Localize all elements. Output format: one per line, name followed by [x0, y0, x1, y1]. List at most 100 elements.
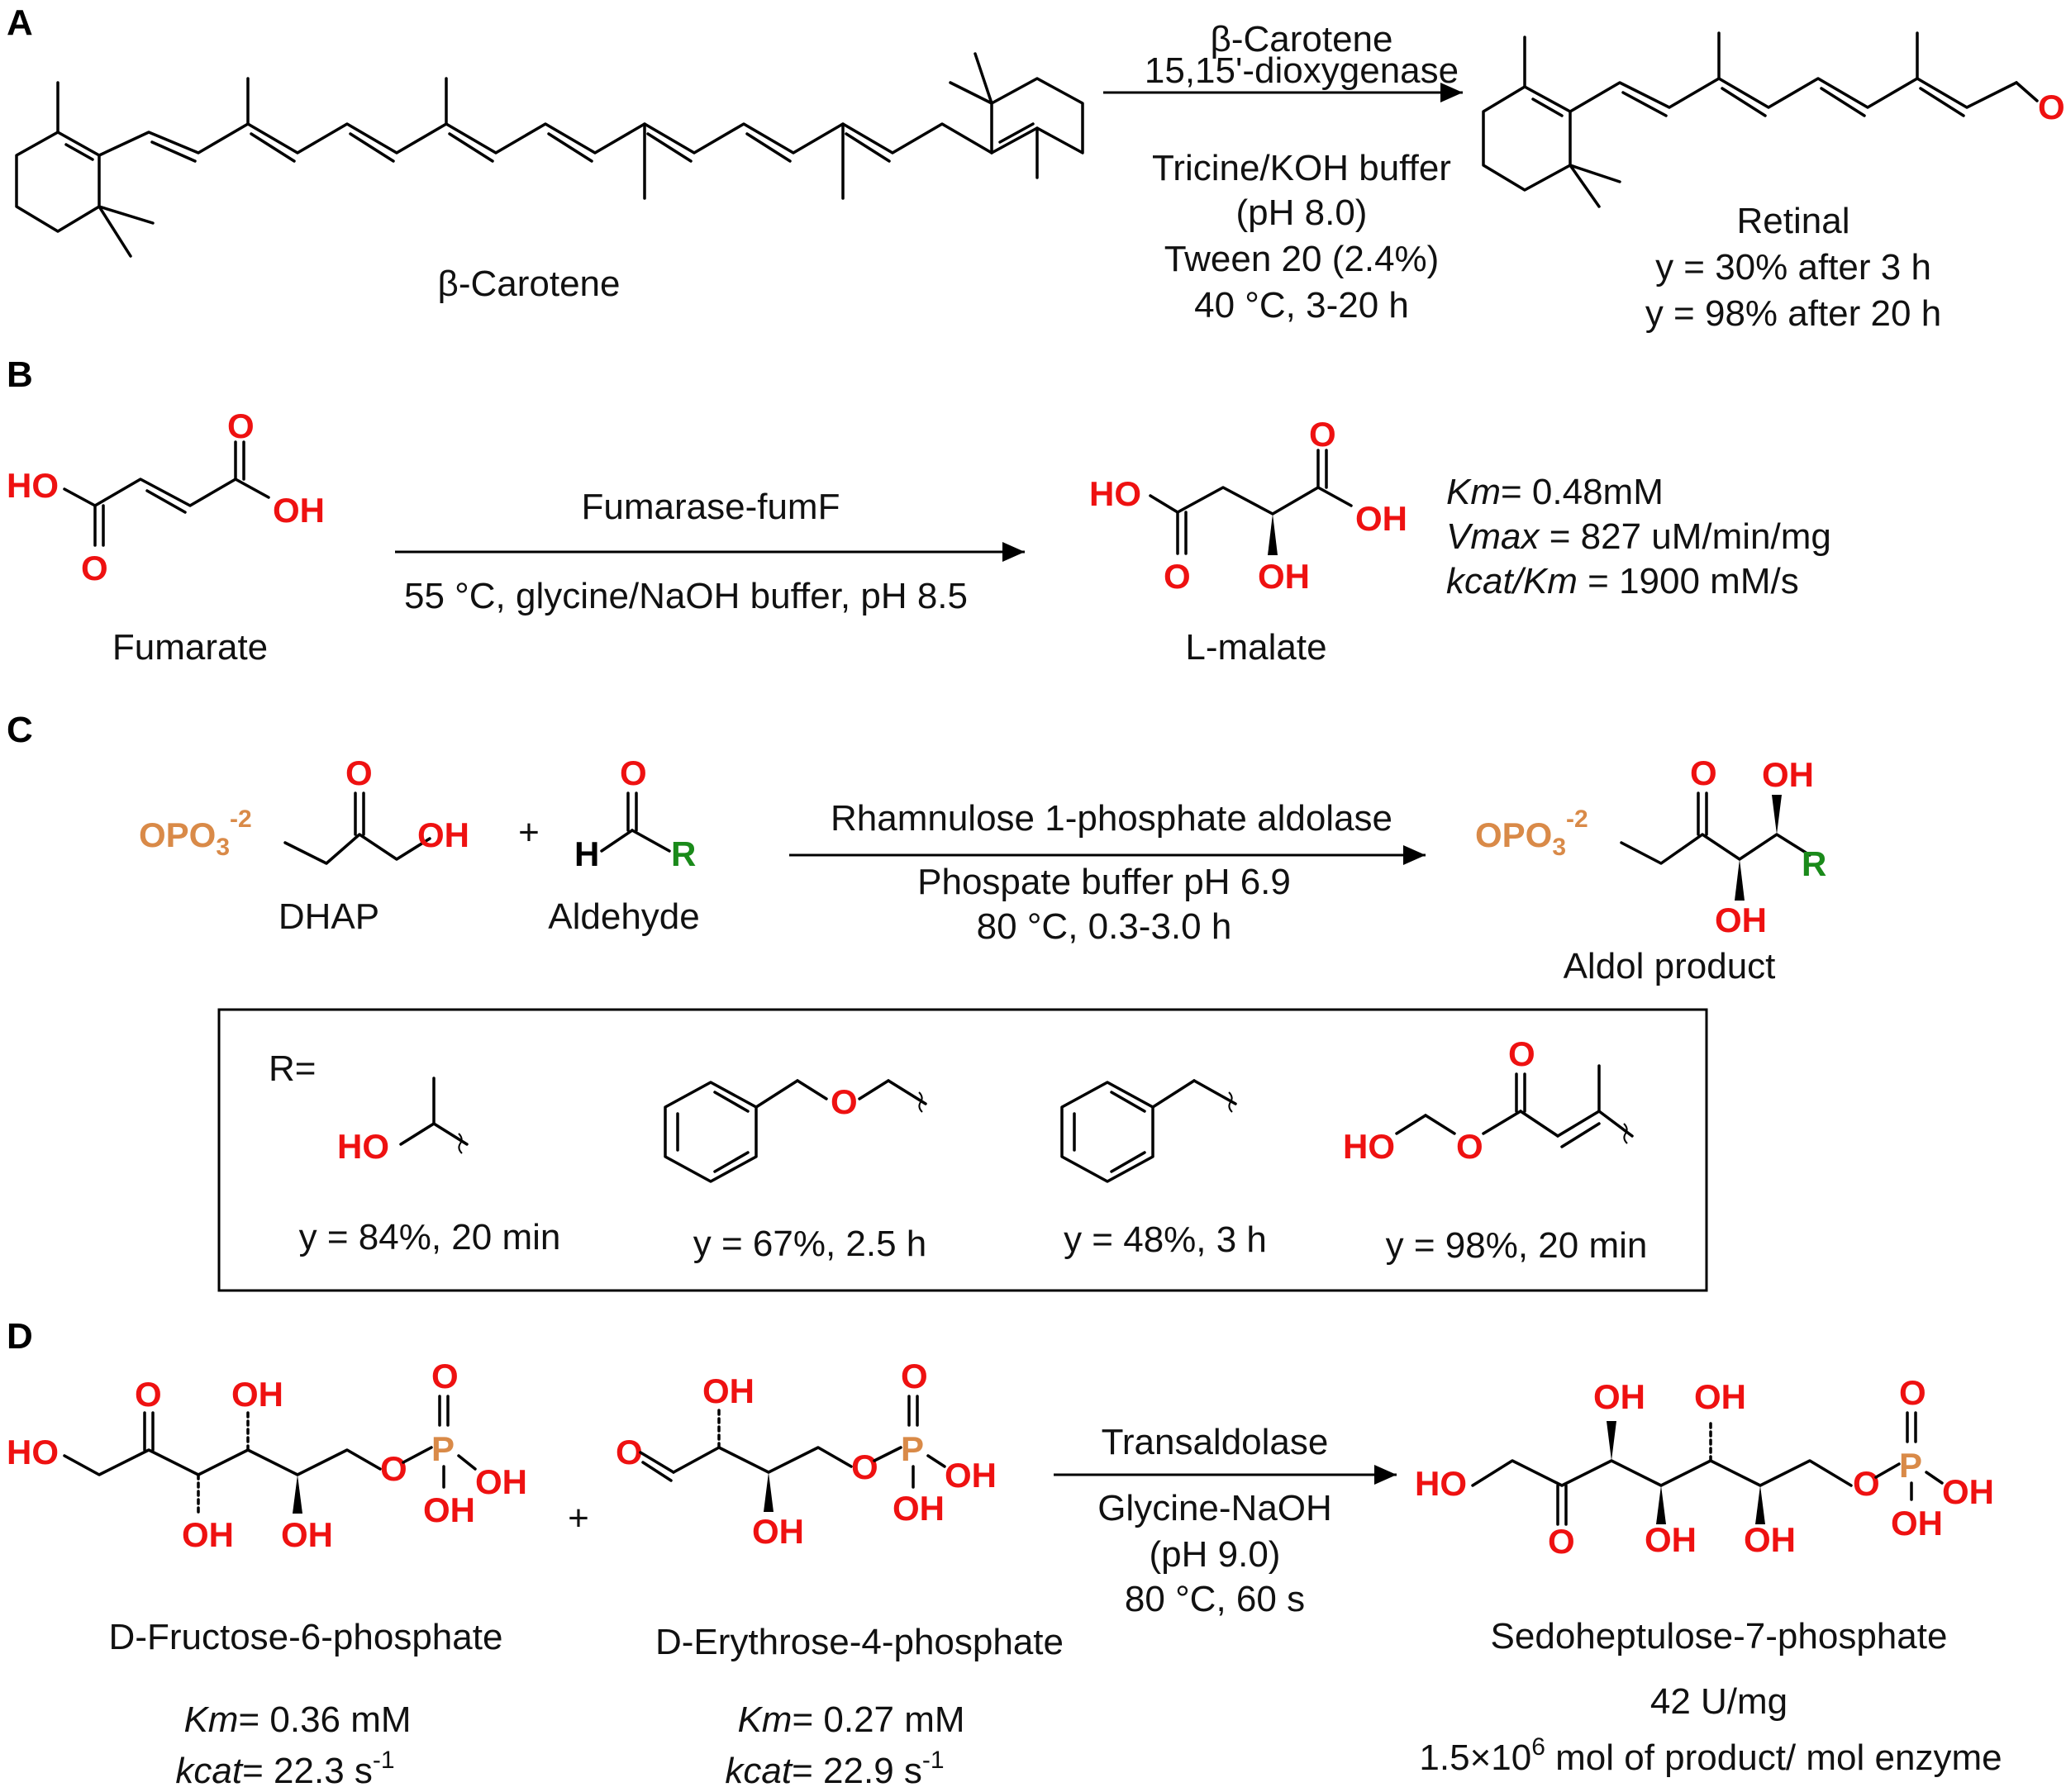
atom-label: O [135, 1375, 162, 1414]
enzyme-name: Rhamnulose 1-phosphate aldolase [831, 798, 1392, 839]
atom-label: O [831, 1082, 858, 1121]
atom-label: O [380, 1449, 407, 1488]
atom-label: O [227, 406, 255, 445]
r-group-label: R [1802, 844, 1826, 883]
atom-label: O [851, 1447, 878, 1486]
atom-label: OH [1715, 901, 1767, 939]
beta-carotene-structure [15, 52, 1084, 258]
phosphorus-label: P [901, 1429, 924, 1468]
atom-label: HO [1089, 474, 1141, 513]
atom-label: O [1690, 753, 1717, 792]
atom-label: OH [702, 1371, 755, 1410]
retinal-structure: O [1482, 31, 2065, 208]
condition-line: Glycine-NaOH [1097, 1488, 1332, 1528]
atom-label: OH [945, 1456, 997, 1495]
r-equals-label: R= [269, 1048, 316, 1089]
l-malate-structure: HO O O OH OH [1089, 415, 1407, 596]
dhap-structure: OPO3-2 O OH [139, 753, 469, 865]
condition-line: Tricine/KOH buffer [1152, 148, 1451, 188]
atom-label: HO [7, 1433, 59, 1471]
kinetic-param: Km= 0.36 mM [183, 1699, 411, 1740]
kinetic-param: Km= 0.27 mM [737, 1699, 964, 1740]
substrate-yield: y = 84%, 20 min [299, 1217, 561, 1257]
condition-line: Tween 20 (2.4%) [1164, 239, 1440, 279]
atom-label: OH [893, 1489, 945, 1528]
reactant-name: Aldehyde [548, 896, 699, 937]
substrate-yield: y = 98%, 20 min [1386, 1225, 1648, 1266]
hydrogen-label: H [574, 834, 599, 873]
atom-label: O [901, 1357, 928, 1395]
reactant-name: β-Carotene [438, 264, 621, 304]
substrate-yield: y = 67%, 2.5 h [693, 1224, 927, 1264]
atom-label: O [1309, 415, 1336, 454]
phosphate-group: OPO3-2 [1475, 806, 1588, 861]
kinetic-param: kcat= 22.3 s-1 [175, 1747, 394, 1791]
atom-label: OH [1258, 557, 1310, 596]
atom-label: O [1508, 1034, 1535, 1073]
r-substituent-hydroxyethyl: HO [337, 1077, 469, 1166]
fructose-6-phosphate-structure: HO O OH OH OH O P O OH OH [7, 1357, 527, 1554]
atom-label: OH [1744, 1520, 1796, 1559]
atom-label: O [81, 549, 108, 587]
panel-b: B HO O O OH Fumarate Fumarase-fumF 55 °C… [7, 354, 1831, 668]
product-name: Sedoheptulose-7-phosphate [1491, 1616, 1948, 1657]
atom-label: O [1899, 1373, 1926, 1412]
panel-label-c: C [7, 710, 33, 750]
enzyme-name: Transaldolase [1102, 1422, 1329, 1462]
panel-c: C OPO3-2 O OH DHAP + H O R Aldehyde Rham… [7, 710, 1826, 1292]
yield-line: y = 98% after 20 h [1645, 293, 1941, 334]
atom-label: OH [1355, 499, 1407, 538]
reactant-name: D-Erythrose-4-phosphate [655, 1622, 1064, 1662]
atom-label: OH [1593, 1377, 1645, 1416]
atom-label: OH [273, 491, 325, 530]
panel-label-a: A [7, 2, 33, 43]
atom-label: OH [423, 1490, 475, 1529]
atom-label: O [1456, 1127, 1483, 1166]
kinetics-block: Km= 0.48mM Vmax = 827 uM/min/mg kcat/Km … [1446, 472, 1831, 601]
sedoheptulose-7-phosphate-structure: HO O OH OH OH OH O P O OH OH [1415, 1373, 1994, 1561]
enzyme-name-line2-visible: 15,15'-dioxygenase [1145, 50, 1459, 91]
panel-d: D HO O OH OH OH O P O OH OH D-Fructose-6… [7, 1316, 2002, 1791]
atom-label: O [1548, 1522, 1575, 1561]
r-substituent-benzyloxymethyl: O [664, 1079, 927, 1183]
kinetic-param: kcat= 22.9 s-1 [725, 1747, 944, 1791]
atom-label: HO [1415, 1464, 1467, 1503]
reactant-name: D-Fructose-6-phosphate [109, 1617, 503, 1657]
condition-line: (pH 9.0) [1150, 1534, 1281, 1575]
atom-label: HO [7, 466, 59, 505]
atom-label: HO [1343, 1127, 1395, 1166]
reactant-name: DHAP [278, 896, 379, 937]
r-group-label: R [671, 834, 696, 873]
r-substituent-benzyl [1060, 1079, 1237, 1183]
product-name: Aldol product [1564, 946, 1776, 986]
atom-label: OH [1694, 1377, 1746, 1416]
enzyme-name-line1: β-Carotene [1211, 19, 1393, 59]
reactant-name: Fumarate [112, 627, 268, 668]
atom-label: OH [1891, 1504, 1943, 1542]
product-name: Retinal [1737, 201, 1850, 241]
atom-label: OH [182, 1515, 234, 1554]
r-substituent-ester-alkenyl: HO O O [1343, 1034, 1634, 1166]
kinetic-param: Vmax = 827 uM/min/mg [1446, 516, 1831, 557]
condition-line: 55 °C, glycine/NaOH buffer, pH 8.5 [404, 576, 968, 616]
product-name: L-malate [1185, 627, 1326, 668]
panel-label-d: D [7, 1316, 33, 1357]
atom-label: OH [1645, 1520, 1697, 1559]
atom-label: OH [1762, 755, 1814, 794]
panel-a: A [7, 2, 2065, 334]
phosphate-group: OPO3-2 [139, 806, 252, 861]
kinetic-param: Km= 0.48mM [1446, 472, 1664, 512]
atom-label: OH [752, 1512, 804, 1551]
atom-label: O [1164, 557, 1191, 596]
turnover-number: 1.5×106 mol of product/ mol enzyme [1419, 1733, 2002, 1778]
atom-label: O [431, 1357, 459, 1395]
substrate-yield: y = 48%, 3 h [1064, 1219, 1267, 1260]
plus-sign: + [518, 812, 540, 853]
atom-label: O [616, 1433, 643, 1471]
carbonyl-oxygen: O [2038, 88, 2065, 126]
substrate-scope-box: R= HO y = 84%, 20 min O [217, 1008, 1708, 1292]
phosphorus-label: P [1899, 1446, 1922, 1485]
kinetic-param: kcat/Km = 1900 mM/s [1446, 561, 1799, 601]
condition-line: Phospate buffer pH 6.9 [917, 862, 1291, 902]
